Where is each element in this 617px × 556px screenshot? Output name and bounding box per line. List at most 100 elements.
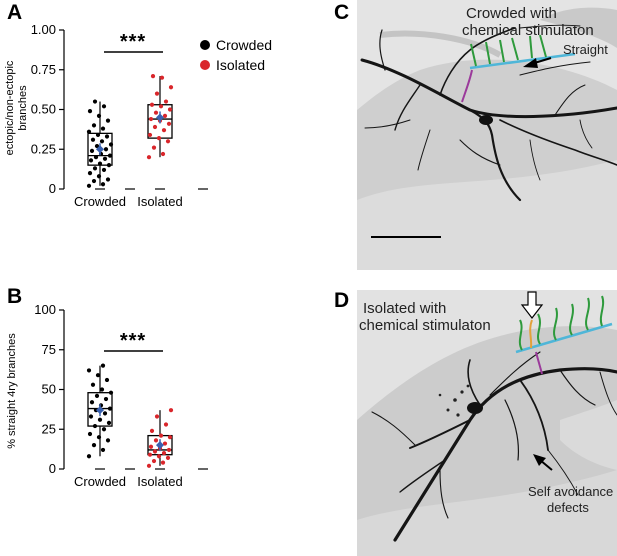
panel-a-data-point <box>152 124 158 130</box>
panel-a-category-label: Crowded <box>74 194 126 209</box>
panel-a-data-point <box>162 113 168 118</box>
legend-crowded-label: Crowded <box>216 37 272 53</box>
panel-b-data-point <box>163 422 169 427</box>
panel-b-data-point <box>100 447 106 453</box>
panel-b-data-point <box>162 441 168 446</box>
panel-a-ytick-label: 0.50 <box>31 102 56 117</box>
panel-b-data-point <box>91 443 97 448</box>
panel-a-data-point <box>150 74 156 79</box>
panel-b-data-point <box>156 454 162 459</box>
panel-a-data-point <box>100 182 106 187</box>
panel-a-data-point <box>106 163 112 168</box>
panel-c-arrow-label: Straight <box>563 42 608 57</box>
panel-b-ytick-label: 75 <box>42 342 56 357</box>
panel-b-ytick-label: 25 <box>42 421 56 436</box>
panel-a-data-point <box>101 167 107 173</box>
panel-a-data-point <box>93 155 99 160</box>
panel-a-data-point <box>102 156 108 161</box>
panel-d-letter: D <box>334 289 349 312</box>
panel-a-data-point <box>146 155 152 160</box>
panel-a-data-point <box>100 126 106 131</box>
panel-a-data-point <box>92 99 98 104</box>
panel-a-data-point <box>86 183 92 188</box>
panel-d-micrograph <box>357 290 617 556</box>
panel-a-mean-marker <box>156 113 164 122</box>
panel-a-data-point <box>87 171 93 176</box>
panel-b-data-point <box>95 373 101 378</box>
panel-b-data-point <box>90 382 96 387</box>
panel-a-data-point <box>159 75 165 80</box>
panel-a-data-point <box>156 136 162 141</box>
panel-c-title-line1: Crowded with <box>466 5 557 22</box>
panel-a-data-point <box>97 161 103 166</box>
panel-a-data-point <box>107 153 113 158</box>
panel-a-letter: A <box>7 1 22 24</box>
panel-b-data-point <box>103 396 109 402</box>
panel-b-data-point <box>167 435 173 440</box>
panel-b-ylabel: % straight 4ry branches <box>6 333 18 449</box>
panel-a-significance: *** <box>120 31 146 53</box>
panel-d-title-line2: chemical stimulaton <box>359 317 491 334</box>
panel-a-data-point <box>148 116 154 122</box>
panel-a-ylabel-line1: ectopic/non-ectopic <box>4 60 16 155</box>
panel-c-letter: C <box>334 1 349 24</box>
panel-a-data-point <box>105 177 111 182</box>
panel-b-ytick-label: 100 <box>34 302 56 317</box>
panel-a-data-point <box>151 145 157 150</box>
panel-b-data-point <box>146 463 152 468</box>
panel-a-data-point <box>108 142 114 147</box>
panel-a-data-point <box>154 91 160 96</box>
panel-b-data-point <box>106 420 112 425</box>
panel-a-ytick-label: 0.75 <box>31 62 56 77</box>
panel-a-data-point <box>153 110 159 115</box>
panel-a-data-point <box>168 85 174 90</box>
panel-b-data-point <box>105 438 111 443</box>
panel-b-data-point <box>86 368 92 373</box>
panel-b-data-point <box>168 408 174 413</box>
panel-a-data-point <box>149 102 155 107</box>
panel-a-data-point <box>92 166 98 171</box>
panel-b-data-point <box>153 438 159 443</box>
panel-a-ytick-label: 0 <box>49 181 56 196</box>
panel-a-ytick-label: 0.25 <box>31 141 56 156</box>
panel-b-data-point <box>165 455 171 460</box>
panel-b-data-point <box>88 414 94 419</box>
panel-c-title-line2: chemical stimulaton <box>462 22 594 39</box>
panel-b-data-point <box>99 387 105 392</box>
panel-a-data-point <box>105 118 111 123</box>
panel-a-data-point <box>166 121 172 126</box>
panel-b-data-point <box>92 423 98 429</box>
panel-b-data-point <box>158 433 164 438</box>
panel-b-data-point <box>102 411 108 416</box>
panel-b-ytick-label: 50 <box>42 382 56 397</box>
panel-a-ylabel-line2: branches <box>17 85 29 131</box>
panel-b-data-point <box>151 458 157 464</box>
panel-a-ytick-label: 1.00 <box>31 22 56 37</box>
panel-a-data-point <box>99 139 105 144</box>
panel-a-data-point <box>158 104 164 109</box>
panel-a-mean-marker <box>96 145 104 154</box>
panel-b-data-point <box>166 447 172 453</box>
panel-b-category-label: Isolated <box>137 474 183 489</box>
panel-a-data-point <box>163 99 169 104</box>
legend-crowded-marker <box>200 40 210 50</box>
panel-a-data-point <box>104 134 110 139</box>
panel-a-data-point <box>88 158 94 163</box>
panel-a-data-point <box>103 147 109 152</box>
panel-a-data-point <box>160 151 166 157</box>
panel-a-data-point <box>86 129 92 134</box>
panel-b-data-point <box>148 444 154 449</box>
panel-b-data-point <box>149 428 155 433</box>
panel-b-data-point <box>161 451 167 456</box>
panel-b-data-point <box>94 393 100 398</box>
panel-b-data-point <box>152 449 158 454</box>
panel-b-data-point <box>89 400 95 405</box>
panel-b-data-point <box>104 377 110 383</box>
panel-a-data-point <box>167 107 173 112</box>
panel-a-data-point <box>147 132 153 138</box>
panel-b-category-label: Crowded <box>74 474 126 489</box>
panel-b-data-point <box>100 363 106 368</box>
panel-b-letter: B <box>7 285 22 308</box>
